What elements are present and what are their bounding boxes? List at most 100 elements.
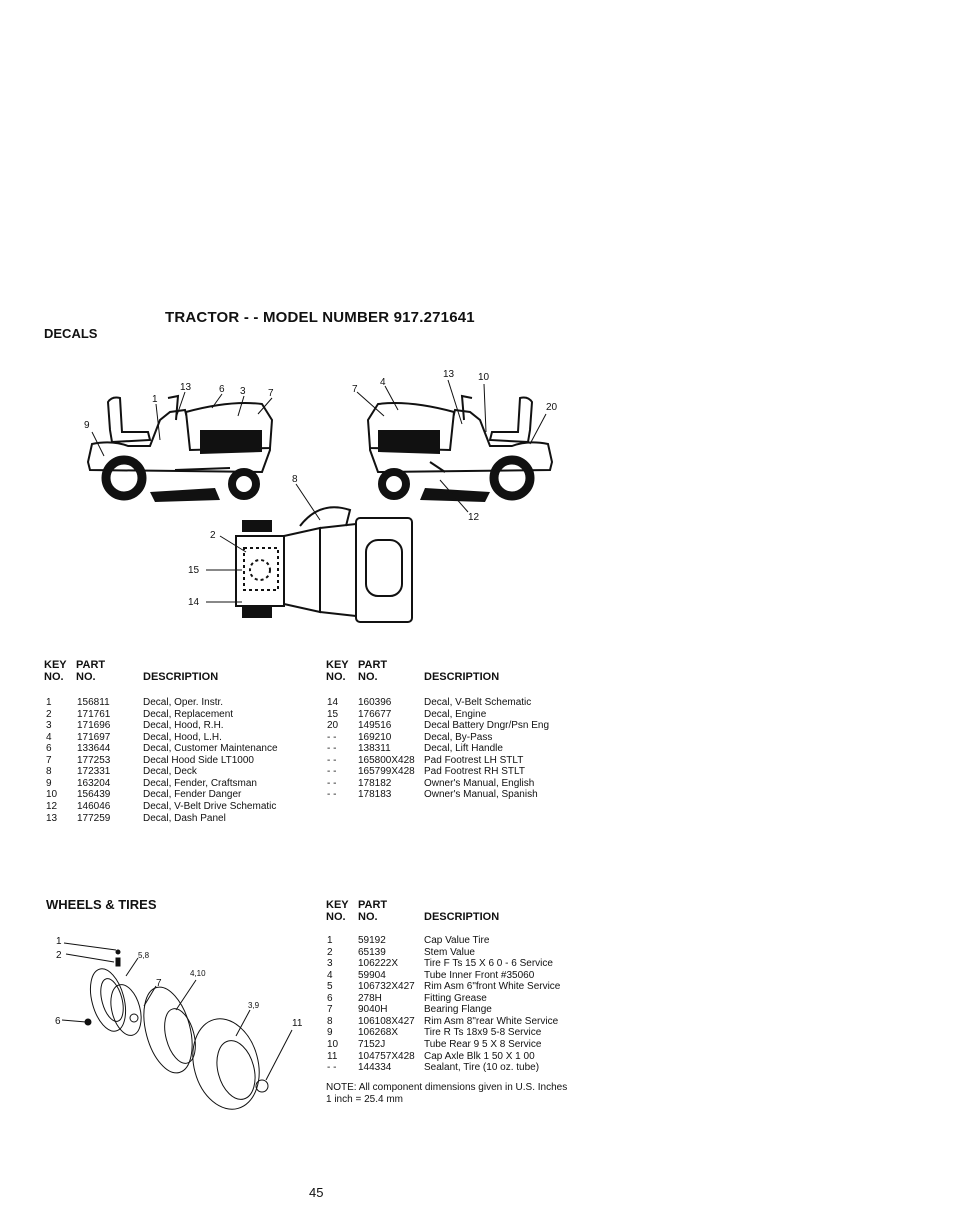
part-number-cell: 176677: [358, 708, 392, 720]
part-number-cell: 106222X: [358, 958, 399, 970]
part-number-cell: 160396: [358, 697, 392, 708]
decals-desc-header: DESCRIPTION: [143, 671, 219, 683]
description-cell: Decal, V-Belt Drive Schematic: [143, 800, 277, 812]
callout-12: 12: [468, 512, 480, 523]
key-cell: 4: [327, 969, 333, 981]
callout-2-top: 2: [210, 530, 216, 541]
part-number-cell: 178182: [358, 777, 392, 789]
part-number-cell: 59904: [358, 969, 386, 981]
note-text: NOTE: All component dimensions given in …: [326, 1082, 567, 1106]
callout-6-left: 6: [219, 384, 225, 395]
decals-part-header: PART NO.: [76, 659, 105, 683]
part-number-cell: 156439: [77, 789, 111, 801]
part-number-cell: 177259: [77, 812, 111, 824]
key-cell: 9: [46, 777, 52, 789]
part-number-cell: 133644: [77, 743, 111, 755]
wheel-callout-2: 2: [56, 950, 62, 961]
part-label: PART: [76, 659, 106, 671]
key-label: KEY: [44, 659, 67, 671]
callout-13-right: 13: [443, 369, 455, 380]
description-cell: Owner's Manual, English: [424, 777, 535, 789]
part-number-cell: 7152J: [358, 1038, 386, 1050]
page-title: TRACTOR - - MODEL NUMBER 917.271641: [165, 309, 475, 326]
description-cell: Cap Axle Blk 1 50 X 1 00: [424, 1050, 535, 1062]
callout-14-top: 14: [188, 597, 200, 608]
part-number-cell: 65139: [358, 946, 386, 958]
description-cell: Rim Asm 6"front White Service: [424, 981, 561, 993]
key-cell: 10: [46, 789, 58, 801]
key-cell: 13: [46, 812, 58, 824]
description-cell: Decal, Lift Handle: [424, 743, 503, 755]
part-number-cell: 278H: [358, 992, 382, 1004]
decals-key-header: KEY NO.: [44, 659, 67, 683]
key-cell: 7: [327, 1004, 333, 1016]
description-cell: Stem Value: [424, 946, 475, 958]
part-number-cell: 144334: [358, 1062, 392, 1074]
description-cell: Tire F Ts 15 X 6 0 - 6 Service: [424, 958, 553, 970]
wheel-callout-4-10: 4,10: [190, 969, 206, 978]
part-number-cell: 106108X427: [358, 1015, 415, 1027]
key-cell: 2: [327, 946, 333, 958]
key-cell: 3: [327, 958, 333, 970]
key-cell: - -: [327, 754, 337, 766]
part-number-cell: 146046: [77, 800, 111, 812]
description-cell: Decal, Dash Panel: [143, 812, 226, 824]
wheel-callout-3-9: 3,9: [248, 1001, 260, 1010]
tractor-left-view: [86, 394, 274, 502]
description-cell: Sealant, Tire (10 oz. tube): [424, 1062, 540, 1074]
part-number-cell: 171761: [77, 708, 111, 720]
description-cell: Decal, Oper. Instr.: [143, 697, 224, 708]
callout-20-right: 20: [546, 402, 558, 413]
callout-1-left: 1: [152, 394, 158, 405]
part-number-cell: 165800X428: [358, 754, 415, 766]
page-number: 45: [309, 1185, 324, 1200]
key-cell: 8: [327, 1015, 333, 1027]
wheel-callout-6: 6: [55, 1016, 61, 1027]
part-number-cell: 169210: [358, 731, 392, 743]
part-number-cell: 156811: [77, 697, 110, 708]
part-number-cell: 163204: [77, 777, 111, 789]
key-cell: - -: [327, 731, 337, 743]
description-cell: Decal, Hood, R.H.: [143, 720, 224, 732]
key-cell: 5: [327, 981, 333, 993]
wheels-part-header: PART NO.: [358, 899, 387, 923]
wheel-callout-7: 7: [156, 978, 162, 989]
description-cell: Pad Footrest LH STLT: [424, 754, 524, 766]
part-number-cell: 177253: [77, 754, 111, 766]
callout-7-right: 7: [352, 384, 358, 395]
part-label: PART: [358, 899, 388, 911]
key-cell: 15: [327, 708, 339, 720]
callout-10-right: 10: [478, 372, 490, 383]
key-cell: 9: [327, 1027, 333, 1039]
key-cell: 14: [327, 697, 339, 708]
key-label: KEY: [326, 659, 349, 671]
callout-13-left: 13: [180, 382, 192, 393]
callout-3-left: 3: [240, 386, 246, 397]
part-number-cell: 106732X427: [358, 981, 415, 993]
description-cell: Decal Hood Side LT1000: [143, 754, 254, 766]
key-cell: 1: [46, 697, 52, 708]
key-cell: 20: [327, 720, 339, 732]
description-cell: Decal, Customer Maintenance: [143, 743, 278, 755]
no-label: NO.: [44, 671, 64, 683]
key-cell: - -: [327, 766, 337, 778]
tractor-top-view: [235, 506, 413, 623]
key-cell: - -: [327, 789, 337, 801]
no-label: NO.: [358, 911, 378, 923]
key-cell: 6: [327, 992, 333, 1004]
key-cell: 8: [46, 766, 52, 778]
callout-7-left: 7: [268, 388, 274, 399]
key-cell: - -: [327, 743, 337, 755]
part-number-cell: 106268X: [358, 1027, 399, 1039]
key-cell: 4: [46, 731, 52, 743]
decals-key-header-right: KEY NO.: [326, 659, 349, 683]
description-cell: Decal, By-Pass: [424, 731, 493, 743]
tractor-right-view: [366, 394, 554, 502]
no-label: NO.: [326, 671, 346, 683]
part-number-cell: 138311: [358, 743, 391, 755]
part-number-cell: 178183: [358, 789, 392, 801]
description-cell: Decal, Engine: [424, 708, 487, 720]
decals-diagram: 13 6 3 7 1 9 7 4 13 10 20 8 12 2 15 14: [84, 369, 558, 623]
key-cell: 12: [46, 800, 58, 812]
